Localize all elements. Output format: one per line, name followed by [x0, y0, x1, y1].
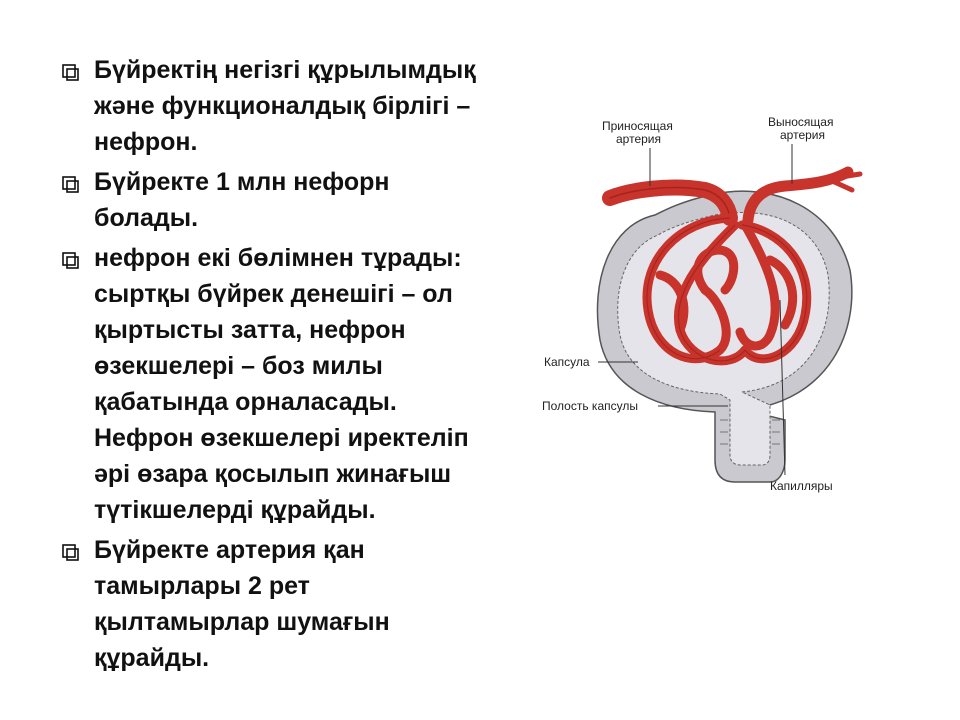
bullet-item: Бүйректе 1 млн нефорн болады. [60, 164, 530, 236]
bullet-item: нефрон екі бөлімнен тұрады: сыртқы бүйре… [60, 240, 530, 528]
label-efferent-line2: артерия [780, 128, 825, 142]
bullet-text: нефрон екі бөлімнен тұрады: сыртқы бүйре… [94, 244, 469, 524]
checkbox-bullet-icon [62, 176, 79, 193]
bullet-item: Бүйректе артерия қан тамырлары 2 рет қыл… [60, 532, 530, 676]
checkbox-bullet-icon [62, 544, 79, 561]
label-afferent-line1: Приносящая [602, 119, 673, 133]
label-afferent-line2: артерия [616, 132, 661, 146]
bullet-text: Бүйректің негізгі құрылымдық және функци… [94, 56, 476, 156]
label-efferent-line1: Выносящая [768, 115, 833, 129]
label-capillaries: Капилляры [770, 479, 833, 493]
bullet-list: Бүйректің негізгі құрылымдық және функци… [60, 52, 530, 680]
label-capsule-cavity: Полость капсулы [542, 399, 638, 413]
bullet-text: Бүйректе артерия қан тамырлары 2 рет қыл… [94, 536, 390, 672]
checkbox-bullet-icon [62, 252, 79, 269]
glomerulus-diagram: Приносящая артерия Выносящая артерия Кап… [530, 100, 870, 520]
bullet-item: Бүйректің негізгі құрылымдық және функци… [60, 52, 530, 160]
bullet-text: Бүйректе 1 млн нефорн болады. [94, 168, 390, 232]
tubule-cells [720, 419, 780, 445]
checkbox-bullet-icon [62, 64, 79, 81]
label-capsule: Капсула [544, 355, 590, 369]
